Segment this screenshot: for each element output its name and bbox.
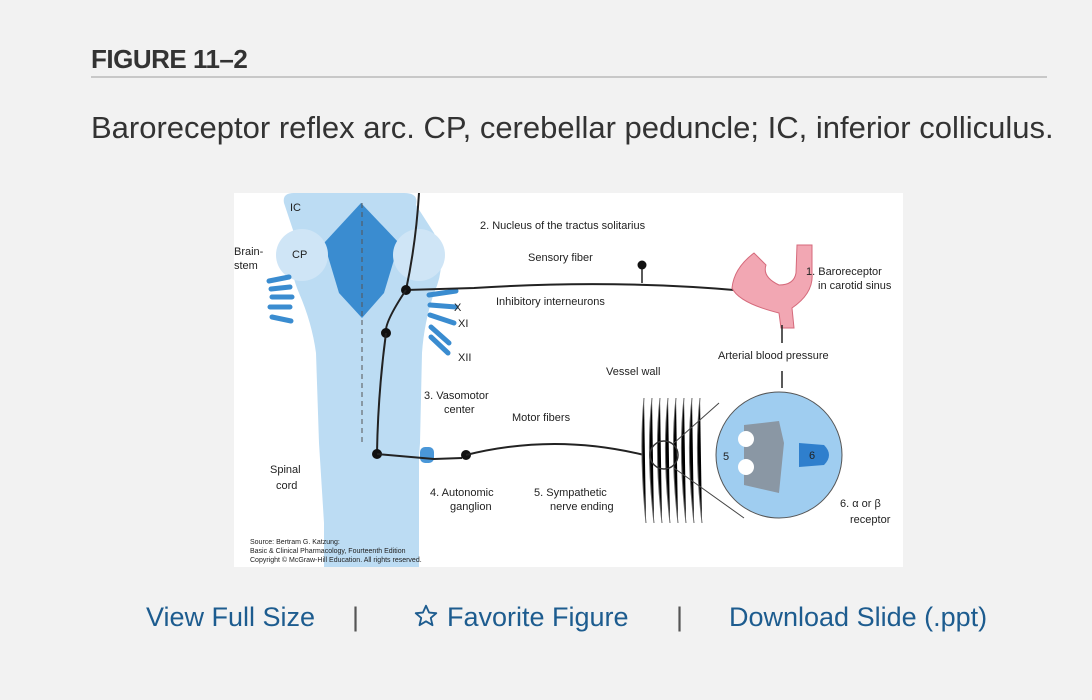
label-x: X bbox=[454, 302, 462, 314]
download-slide-link[interactable]: Download Slide (.ppt) bbox=[729, 602, 988, 632]
label-nucleus: 2. Nucleus of the tractus solitarius bbox=[480, 220, 646, 232]
cerebellar-peduncle-left bbox=[276, 229, 328, 281]
view-full-size-link[interactable]: View Full Size bbox=[146, 602, 316, 632]
label-autonomic-2: ganglion bbox=[450, 501, 492, 513]
label-spinal-1: Spinal bbox=[270, 464, 301, 476]
zoom-line-bottom bbox=[673, 467, 745, 519]
label-autonomic-1: 4. Autonomic bbox=[430, 487, 494, 499]
label-baroreceptor-2: in carotid sinus bbox=[818, 280, 892, 292]
label-receptor-2: receptor bbox=[850, 514, 891, 526]
nerve-root bbox=[420, 447, 434, 463]
label-brainstem-2: stem bbox=[234, 260, 258, 272]
star-outline-icon bbox=[414, 604, 438, 627]
label-cp: CP bbox=[292, 249, 307, 261]
figure-caption: Baroreceptor reflex arc. CP, cerebellar … bbox=[91, 110, 1054, 145]
label-xii: XII bbox=[458, 352, 471, 364]
vessel-wall-texture bbox=[641, 397, 703, 524]
cerebellar-peduncle-right bbox=[393, 229, 445, 281]
preganglionic-fiber bbox=[376, 453, 463, 461]
label-inhibitory: Inhibitory interneurons bbox=[496, 296, 605, 308]
label-motor: Motor fibers bbox=[512, 412, 571, 424]
receptor-shape bbox=[799, 443, 829, 467]
baroreceptor-diagram: IC CP Brain- stem X XI XII 2. Nucleus of… bbox=[234, 193, 892, 567]
vesicle-2 bbox=[738, 459, 754, 475]
label-vessel-wall: Vessel wall bbox=[606, 366, 660, 378]
figure-actions: View Full Size | Favorite Figure | Downl… bbox=[0, 602, 1092, 638]
source-line-2: Basic & Clinical Pharmacology, Fourteent… bbox=[250, 548, 406, 555]
figure-label: FIGURE 11–2 bbox=[91, 44, 248, 74]
label-sensory: Sensory fiber bbox=[528, 252, 593, 264]
divider bbox=[91, 76, 1047, 78]
descending-fiber bbox=[376, 332, 387, 454]
favorite-figure-link[interactable]: Favorite Figure bbox=[413, 602, 629, 633]
label-sympathetic-1: 5. Sympathetic bbox=[534, 487, 607, 499]
motor-fiber-line bbox=[465, 443, 645, 456]
cranial-nerves-left bbox=[266, 274, 295, 324]
nerve-ending-circle bbox=[649, 440, 679, 470]
label-five: 5 bbox=[723, 451, 729, 463]
label-arterial: Arterial blood pressure bbox=[718, 350, 829, 362]
label-spinal-2: cord bbox=[276, 480, 297, 492]
nerve-terminal-shape bbox=[744, 421, 784, 493]
cranial-nerves-right bbox=[426, 288, 459, 356]
label-vasomotor-1: 3. Vasomotor bbox=[424, 390, 489, 402]
figure-image[interactable]: IC CP Brain- stem X XI XII 2. Nucleus of… bbox=[234, 193, 903, 567]
label-six: 6 bbox=[809, 450, 815, 462]
label-receptor-1: 6. α or β bbox=[840, 498, 881, 510]
vesicle-1 bbox=[738, 431, 754, 447]
label-ic: IC bbox=[290, 202, 301, 214]
sensory-cell-body bbox=[637, 260, 647, 270]
favorite-figure-label: Favorite Figure bbox=[447, 602, 629, 632]
carotid-sinus-shape bbox=[731, 244, 813, 329]
separator: | bbox=[676, 602, 684, 632]
spinal-cord-shape bbox=[324, 433, 419, 567]
sensory-fiber-line bbox=[404, 193, 747, 292]
label-brainstem-1: Brain- bbox=[234, 246, 264, 258]
label-vasomotor-2: center bbox=[444, 404, 475, 416]
source-line-3: Copyright © McGraw-Hill Education. All r… bbox=[250, 556, 422, 564]
source-line-1: Source: Bertram G. Katzung: bbox=[250, 539, 340, 546]
zoom-line-top bbox=[673, 402, 720, 444]
label-sympathetic-2: nerve ending bbox=[550, 501, 614, 513]
separator: | bbox=[352, 602, 360, 632]
label-baroreceptor-1: 1. Baroreceptor bbox=[806, 266, 882, 278]
label-xi: XI bbox=[458, 318, 468, 330]
